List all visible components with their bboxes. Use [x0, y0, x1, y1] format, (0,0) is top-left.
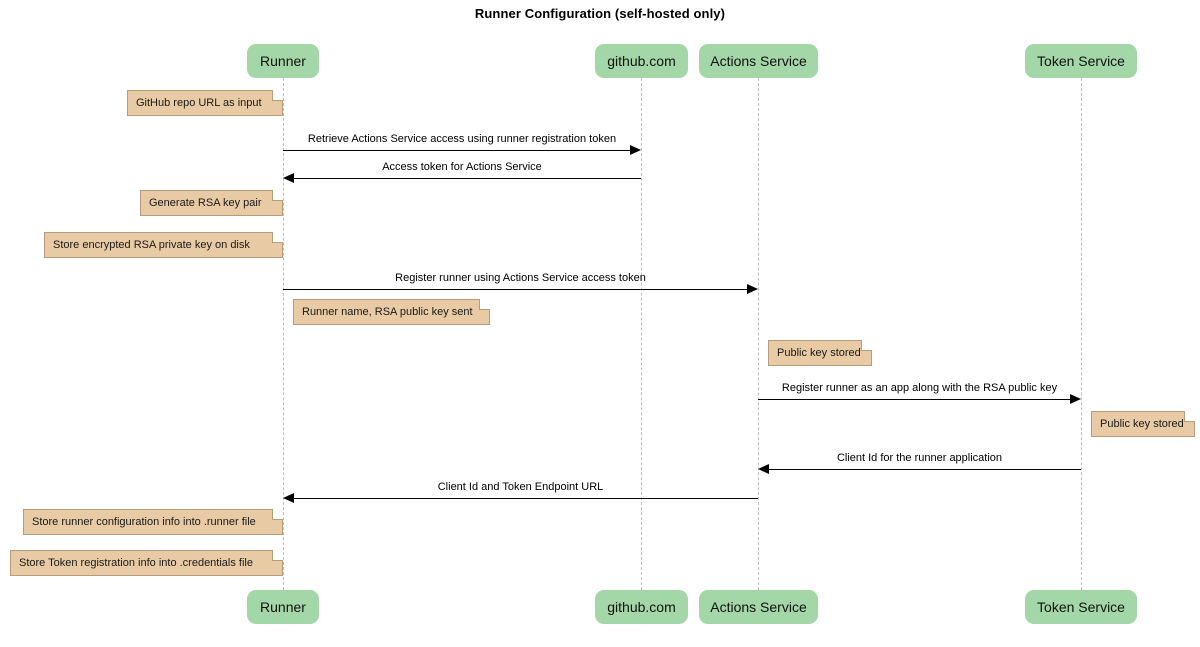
- note-text: Store encrypted RSA private key on disk: [53, 239, 250, 251]
- lifeline-github: [641, 78, 642, 590]
- message-label-3: Register runner using Actions Service ac…: [395, 272, 646, 284]
- message-label-1: Retrieve Actions Service access using ru…: [307, 133, 617, 145]
- message-label-4: Register runner as an app along with the…: [781, 382, 1058, 394]
- participant-github-bottom[interactable]: github.com: [595, 590, 688, 624]
- message-label-2: Access token for Actions Service: [382, 161, 542, 173]
- note-store-encrypted-rsa-key: Store encrypted RSA private key on disk: [44, 232, 283, 258]
- note-text: Store runner configuration info into .ru…: [32, 516, 256, 528]
- note-text: Public key stored: [777, 347, 861, 359]
- note-store-runner-config: Store runner configuration info into .ru…: [23, 509, 283, 535]
- note-public-key-stored-actions: Public key stored: [768, 340, 872, 366]
- message-line-5: [769, 469, 1081, 470]
- note-text: Runner name, RSA public key sent: [302, 306, 473, 318]
- message-label-6: Client Id and Token Endpoint URL: [437, 481, 604, 493]
- message-label-5: Client Id for the runner application: [836, 452, 1003, 464]
- lifeline-token: [1081, 78, 1082, 590]
- note-text: Generate RSA key pair: [149, 197, 262, 209]
- message-line-4: [758, 399, 1070, 400]
- note-fold-icon: [272, 509, 283, 520]
- message-line-1: [283, 150, 630, 151]
- message-arrowhead-1: [630, 145, 641, 155]
- note-text: GitHub repo URL as input: [136, 97, 262, 109]
- note-fold-icon: [272, 190, 283, 201]
- note-fold-icon: [861, 340, 872, 351]
- participant-actions-top[interactable]: Actions Service: [699, 44, 818, 78]
- lifeline-actions: [758, 78, 759, 590]
- note-fold-icon: [272, 90, 283, 101]
- note-text: Public key stored: [1100, 418, 1184, 430]
- note-fold-icon: [272, 550, 283, 561]
- participant-runner-top[interactable]: Runner: [247, 44, 319, 78]
- participant-actions-bottom[interactable]: Actions Service: [699, 590, 818, 624]
- message-arrowhead-3: [747, 284, 758, 294]
- note-fold-icon: [1184, 411, 1195, 422]
- participant-runner-bottom[interactable]: Runner: [247, 590, 319, 624]
- message-arrowhead-4: [1070, 394, 1081, 404]
- message-line-6: [294, 498, 758, 499]
- participant-github-top[interactable]: github.com: [595, 44, 688, 78]
- message-line-2: [294, 178, 641, 179]
- note-text: Store Token registration info into .cred…: [19, 557, 253, 569]
- participant-token-bottom[interactable]: Token Service: [1025, 590, 1137, 624]
- message-line-3: [283, 289, 747, 290]
- participant-token-top[interactable]: Token Service: [1025, 44, 1137, 78]
- note-github-repo-url: GitHub repo URL as input: [127, 90, 283, 116]
- note-generate-rsa-key-pair: Generate RSA key pair: [140, 190, 283, 216]
- note-store-token-registration: Store Token registration info into .cred…: [10, 550, 283, 576]
- note-fold-icon: [479, 299, 490, 310]
- lifeline-runner: [283, 78, 284, 590]
- note-public-key-stored-token: Public key stored: [1091, 411, 1195, 437]
- note-fold-icon: [272, 232, 283, 243]
- message-arrowhead-6: [283, 493, 294, 503]
- message-arrowhead-2: [283, 173, 294, 183]
- message-arrowhead-5: [758, 464, 769, 474]
- diagram-title: Runner Configuration (self-hosted only): [474, 6, 726, 21]
- note-runner-name-public-key: Runner name, RSA public key sent: [293, 299, 490, 325]
